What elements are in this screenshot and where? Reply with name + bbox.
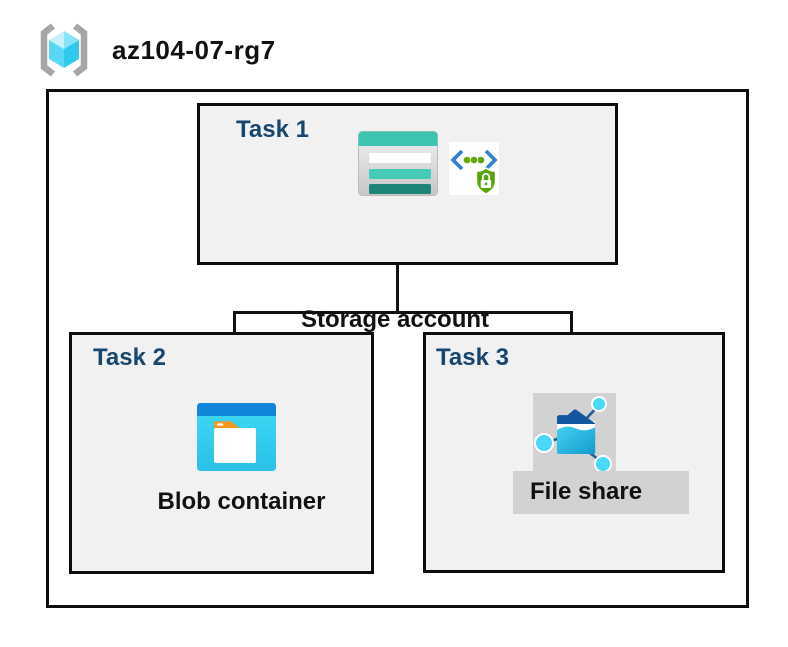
task1-box: Task 1 Storage account — [197, 103, 618, 333]
blob-container-label: Blob container — [157, 488, 326, 515]
task3-label: Task 3 — [436, 344, 509, 371]
task3-box: Task 3 — [423, 332, 725, 573]
resource-group-header: az104-07-rg7 — [32, 20, 276, 80]
connector-horizontal — [233, 311, 573, 314]
task1-label: Task 1 — [236, 116, 309, 143]
file-share-icon — [534, 396, 612, 473]
resource-group-icon — [40, 23, 88, 77]
file-share-label: File share — [530, 478, 643, 505]
storage-account-label: Storage account — [300, 306, 490, 333]
connector-storage-stem — [396, 233, 399, 312]
blob-container-icon — [197, 403, 276, 471]
task2-label: Task 2 — [93, 344, 166, 371]
storage-account-icon — [358, 131, 438, 196]
file-share-label-backdrop: File share — [513, 471, 689, 514]
file-share-icon-backdrop — [533, 393, 616, 473]
secure-access-sas-icon — [449, 142, 499, 195]
task2-box: Task 2 Blob container — [69, 332, 374, 574]
resource-group-name: az104-07-rg7 — [112, 35, 276, 65]
